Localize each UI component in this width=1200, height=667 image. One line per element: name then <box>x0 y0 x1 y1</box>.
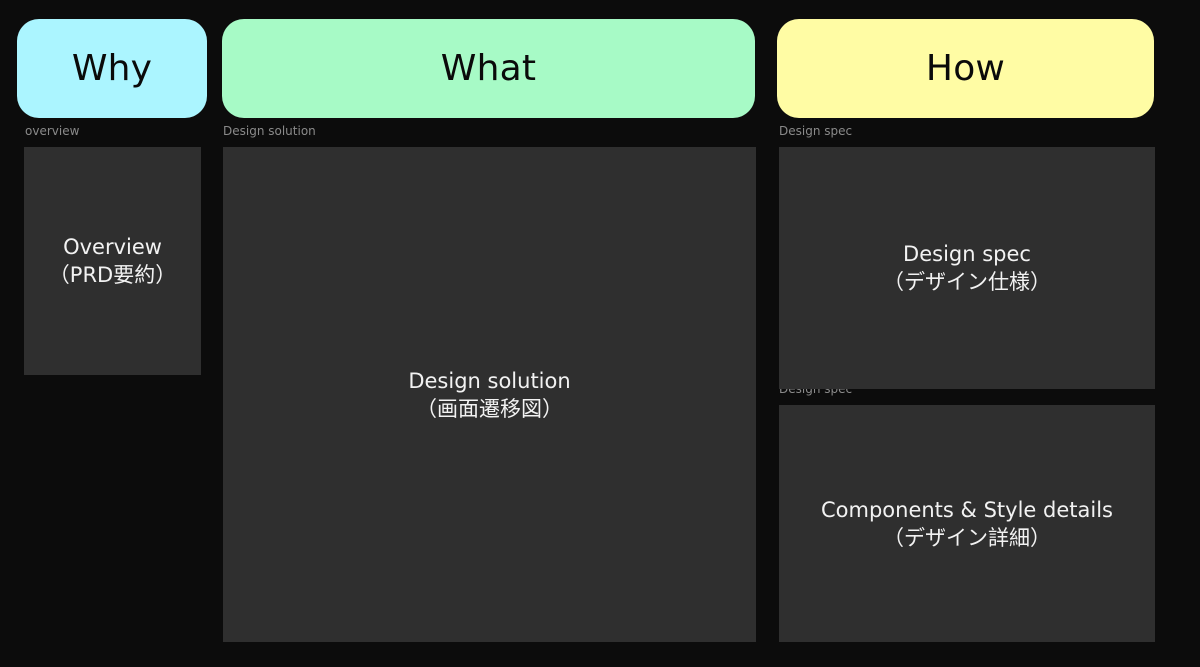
components-frame-text: Components & Style details （デザイン詳細） <box>821 496 1113 552</box>
design-solution-frame-text: Design solution （画面遷移図） <box>408 367 570 423</box>
design-spec-frame[interactable]: Design spec （デザイン仕様） <box>779 147 1155 389</box>
overview-frame-tag[interactable]: overview <box>25 124 80 138</box>
design-solution-frame-tag[interactable]: Design solution <box>223 124 316 138</box>
overview-frame-text: Overview （PRD要約） <box>49 233 176 289</box>
design-solution-subtitle: （画面遷移図） <box>416 396 563 421</box>
design-spec-title: Design spec <box>903 242 1031 266</box>
what-header-label: What <box>440 48 537 89</box>
overview-subtitle: （PRD要約） <box>48 263 177 287</box>
overview-frame[interactable]: Overview （PRD要約） <box>24 147 201 375</box>
components-title: Components & Style details <box>821 497 1113 522</box>
components-frame[interactable]: Components & Style details （デザイン詳細） <box>779 405 1155 642</box>
design-solution-title: Design solution <box>408 368 571 393</box>
components-subtitle: （デザイン詳細） <box>882 525 1051 550</box>
why-header: Why <box>17 19 207 118</box>
design-solution-frame[interactable]: Design solution （画面遷移図） <box>223 147 756 642</box>
what-header: What <box>222 19 755 118</box>
design-spec-frame-text: Design spec （デザイン仕様） <box>883 240 1051 296</box>
why-header-label: Why <box>71 48 153 89</box>
design-spec-frame-tag[interactable]: Design spec <box>779 124 853 138</box>
overview-title: Overview <box>63 235 162 259</box>
how-header-label: How <box>925 48 1006 89</box>
design-spec-subtitle: （デザイン仕様） <box>883 270 1051 294</box>
how-header: How <box>777 19 1154 118</box>
